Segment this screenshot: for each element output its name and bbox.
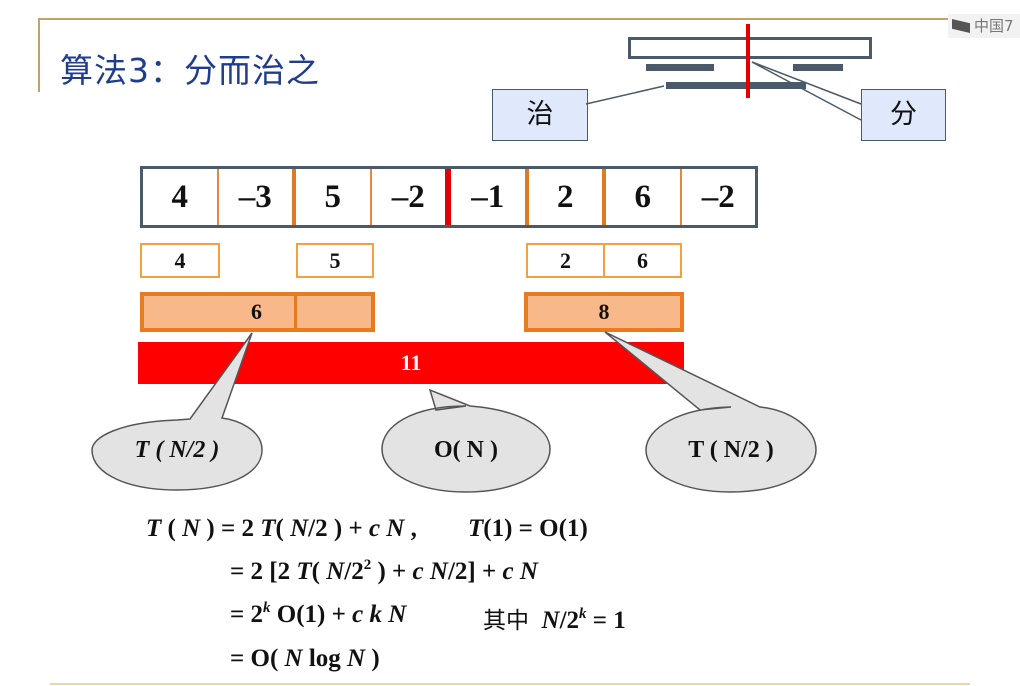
array-cell: –3 [219,169,296,225]
subresult-pair-box: 2 6 [526,243,682,278]
speech-bubble-right: T ( N/2 ) [604,331,817,493]
slide-bottom-line [50,683,970,685]
slide-frame-left [38,18,40,92]
merged-left-divider [294,292,297,332]
conquer-connector [585,85,665,105]
legend-right-half [793,64,843,71]
bubble-right-text: T ( N/2 ) [688,437,774,463]
subresult-value: 2 [528,245,605,276]
array-cell: –1 [451,169,529,225]
recurrence-line-2: = 2 [2 T( N/22 ) + c N/2] + c N [230,557,538,586]
speech-bubble-middle: O( N ) [381,388,551,493]
subresult-value: 6 [637,247,648,273]
legend-merged-bar [666,82,806,89]
recurrence-condition: 其中 N/2k = 1 [483,606,626,635]
merged-right-box: 8 [524,292,684,332]
legend-left-half [646,64,714,71]
legend-split-line [746,24,750,98]
base-case: T(1) = O(1) [468,515,588,542]
logo-icon [952,19,970,33]
merged-left-box [140,292,375,332]
array-cell: 4 [143,169,219,225]
subresult-box: 4 [140,243,220,278]
recurrence-line-1: T ( N ) = 2 T( N/2 ) + c N , [146,515,417,542]
recurrence-line-3: = 2k O(1) + c k N [230,600,407,629]
recurrence-result: = O( N log N ) [230,645,380,672]
divide-connector [751,61,862,121]
divide-connector [751,61,862,105]
subresult-box: 5 [296,243,374,278]
bubble-left-text: T ( N/2 ) [135,437,220,463]
divide-callout: 分 [861,89,946,141]
input-array: 4 –3 5 –2 –1 2 6 –2 [140,166,758,228]
conquer-callout: 治 [492,89,588,141]
merged-left-text: 6 [251,299,262,324]
merged-left-value: 6 [140,292,375,332]
array-cell: 6 [606,169,682,225]
legend-array-rect [628,37,872,59]
speech-bubble-left: T ( N/2 ) [91,332,263,491]
slide-title: 算法3：分而治之 [60,51,320,90]
slide-frame-top [38,18,973,20]
array-cell: 2 [529,169,606,225]
watermark-text: 中国7 [974,17,1014,35]
array-cell: –2 [701,178,735,215]
watermark-logo: 中国7 [948,14,1020,38]
bubble-middle-text: O( N ) [434,437,498,463]
array-cell: –2 [372,169,451,225]
array-cell: 5 [296,169,372,225]
